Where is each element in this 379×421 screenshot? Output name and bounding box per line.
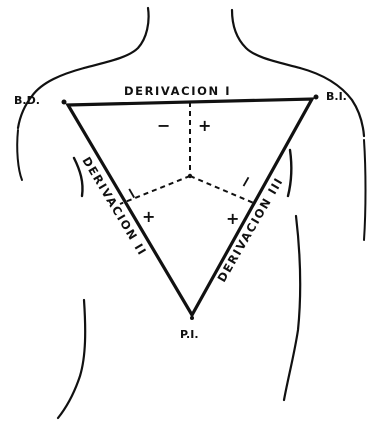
torso-outline bbox=[17, 8, 365, 418]
right-arm-electrode-dot bbox=[62, 100, 67, 105]
neck-left bbox=[84, 8, 149, 68]
body-side-right bbox=[284, 216, 300, 400]
lead-1-label: DERIVACION I bbox=[124, 84, 231, 98]
left-arm-electrode-dot bbox=[314, 95, 319, 100]
lead-1-negative-sign: − bbox=[157, 116, 170, 135]
center-point bbox=[188, 174, 192, 178]
lead-2-positive-sign: + bbox=[142, 207, 155, 226]
left-leg-electrode-dot bbox=[190, 316, 194, 320]
right-arm-outer bbox=[364, 140, 366, 240]
body-side-left bbox=[58, 300, 85, 418]
left-leg-label: P.I. bbox=[180, 328, 199, 341]
left-arm-label: B.I. bbox=[326, 90, 347, 103]
left-arm-outer bbox=[17, 130, 22, 180]
lead-3-negative-sign: − bbox=[234, 171, 257, 192]
lead-3-positive-sign: + bbox=[226, 209, 239, 228]
lead-1-positive-sign: + bbox=[198, 116, 211, 135]
neck-right bbox=[232, 10, 300, 68]
lead-2-label: DERIVACION II bbox=[79, 154, 149, 258]
armpit-right bbox=[288, 150, 291, 196]
right-arm-label: B.D. bbox=[14, 94, 40, 107]
